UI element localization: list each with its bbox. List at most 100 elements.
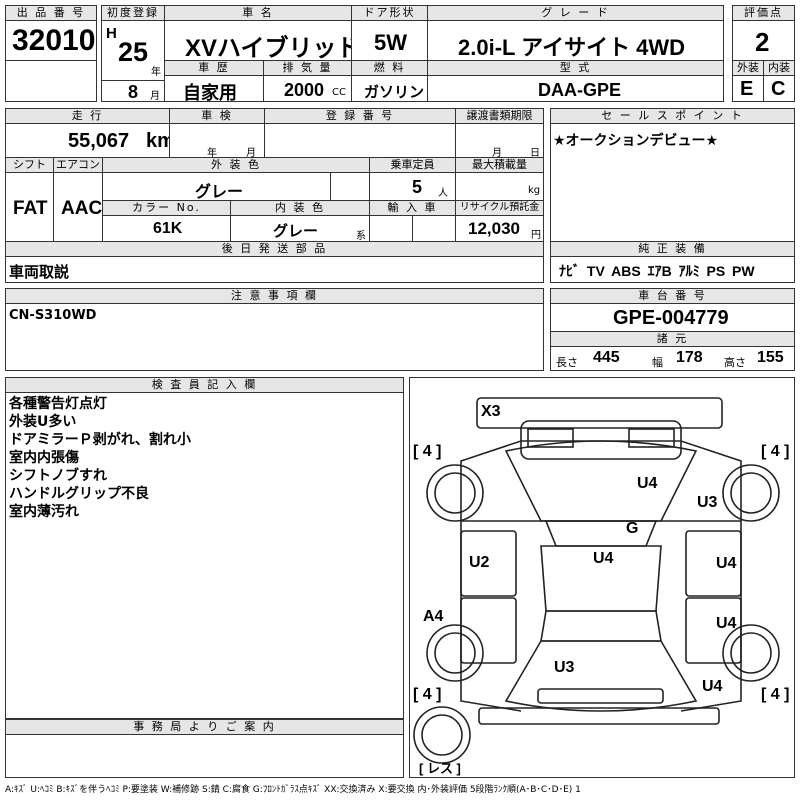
mark-u4-center: U4 [593, 550, 614, 567]
month-unit: 月 [150, 91, 160, 102]
lot-no-cell: 32010 [5, 20, 97, 61]
yen-unit: 円 [531, 230, 541, 241]
grade-cell: 2.0i-L アイサイト 4WD [427, 20, 724, 61]
header-model-code: 型 式 [427, 60, 724, 76]
max-load-cell: kg [455, 172, 544, 201]
width-label: 幅 [652, 356, 663, 369]
header-inspector: 検 査 員 記 入 欄 [5, 377, 404, 393]
header-score: 評価点 [732, 5, 795, 21]
ext-color-cell: グレー [102, 172, 331, 201]
tire-fr [722, 464, 780, 522]
exterior-grade: E [740, 78, 754, 100]
spare-tire [413, 706, 471, 764]
mark-u4-right: U4 [716, 555, 737, 572]
mark-u4-right-lower: U4 [716, 615, 737, 632]
header-office: 事 務 局 よ り ご 案 内 [5, 719, 404, 735]
mark-x3: X3 [481, 403, 501, 420]
inspector-note: 室内薄汚れ [9, 504, 79, 520]
cc-unit: CC [332, 87, 346, 98]
ext-color-extra [330, 172, 370, 201]
tailgate [504, 640, 698, 712]
header-recycle: リサイクル預託金 [455, 200, 544, 216]
inspector-note: ハンドルグリップ不良 [9, 486, 149, 502]
length-label: 長さ [556, 356, 578, 369]
reg-month-cell: 8 月 [101, 80, 165, 102]
history: 自家用 [183, 83, 237, 102]
color-no: 61K [153, 220, 183, 237]
header-aircon: エアコン [53, 157, 103, 173]
hood-front [520, 420, 682, 460]
int-color: グレー [273, 223, 319, 240]
insp-year-unit: 年 [207, 148, 217, 158]
lot-no: 32010 [12, 24, 96, 57]
inspector-note: ドアミラーＰ剥がれ、割れ小 [9, 432, 191, 448]
fuel-cell: ガソリン [351, 75, 428, 102]
insp-month-unit: 月 [246, 148, 256, 158]
car-name-cell: XVハイブリッド [164, 20, 352, 61]
tire-fl [426, 464, 484, 522]
inspector-notes: 各種警告灯点灯外装U多いドアミラーＰ剥がれ、割れ小室内内張傷シフトノブすれハンド… [9, 395, 191, 521]
reg-no-cell [264, 123, 456, 158]
mark-u4-top: U4 [637, 475, 658, 492]
header-ext-color: 外 装 色 [102, 157, 370, 173]
door-cell: 5W [351, 20, 428, 61]
displacement-cell: 2000 CC [263, 75, 352, 102]
height-label: 高さ [724, 356, 746, 369]
door-rr [685, 597, 742, 664]
transfer-month-unit: 月 [492, 148, 502, 158]
header-exterior: 外装 [732, 60, 764, 76]
mark-a4: A4 [423, 608, 444, 625]
length: 445 [593, 349, 620, 366]
door-fl [460, 530, 517, 597]
header-first-reg: 初度登録 [101, 5, 165, 21]
door: 5W [374, 30, 407, 55]
spare-tire-label: [ レス ] [419, 761, 461, 776]
legend: A:ｷｽﾞ U:ﾍｺﾐ B:ｷｽﾞを伴うﾍｺﾐ P:要塗装 W:補修跡 S:錆 … [5, 785, 581, 795]
header-interior: 内装 [763, 60, 795, 76]
door-rl [460, 597, 517, 664]
width: 178 [676, 349, 703, 366]
color-no-cell: 61K [102, 215, 231, 242]
recycle-fee: 12,030 [468, 219, 520, 238]
mileage-cell: 55,067 km [5, 123, 170, 158]
header-import: 輸 入 車 [369, 200, 456, 216]
model-code: DAA-GPE [538, 80, 622, 100]
mark-g: G [626, 520, 638, 537]
rear-window [540, 610, 662, 642]
header-color-no: カラー No. [102, 200, 231, 216]
inspector-note: 外装U多い [9, 414, 77, 430]
header-specs: 諸 元 [550, 331, 795, 347]
header-displacement: 排 気 量 [263, 60, 352, 76]
hood [504, 440, 698, 522]
header-chassis: 車 台 番 号 [550, 288, 795, 304]
chassis-cell: GPE-004779 [550, 303, 795, 332]
year-unit: 年 [151, 67, 161, 78]
fuel: ガソリン [364, 84, 425, 101]
specs-cell: 長さ 445 幅 178 高さ 155 [550, 346, 795, 371]
header-reg-no: 登 録 番 号 [264, 108, 456, 124]
inspector-note: 各種警告灯点灯 [9, 396, 107, 412]
inspection-cell: 年 月 [169, 123, 265, 158]
front-bumper [476, 397, 723, 429]
load-unit: kg [528, 185, 541, 196]
transfer-deadline-cell: 月 日 [455, 123, 544, 158]
shift: FAT [13, 198, 48, 219]
mark-u3-bottom: U3 [554, 659, 575, 676]
header-genuine: 純 正 装 備 [550, 241, 795, 257]
genuine-cell: ﾅﾋﾞ TV ABS ｴｱB ｱﾙﾐ PS PW [550, 256, 795, 283]
mark-u2: U2 [469, 554, 490, 571]
aircon-cell: AAC [53, 172, 103, 242]
capacity: 5 [412, 177, 423, 197]
score-cell: 2 [732, 20, 795, 61]
header-max-load: 最大積載量 [455, 157, 544, 173]
tire-rl [426, 624, 484, 682]
exterior-cell: E [732, 75, 764, 102]
ext-color: グレー [195, 184, 244, 201]
aircon: AAC [61, 198, 103, 219]
inspector-cell: 各種警告灯点灯外装U多いドアミラーＰ剥がれ、割れ小室内内張傷シフトノブすれハンド… [5, 392, 404, 719]
genuine-equipment: ﾅﾋﾞ TV ABS ｴｱB ｱﾙﾐ PS PW [559, 263, 755, 279]
tire-rr [722, 624, 780, 682]
office-cell [5, 734, 404, 778]
header-later-parts: 後 日 発 送 部 品 [5, 241, 544, 257]
score: 2 [755, 27, 770, 57]
